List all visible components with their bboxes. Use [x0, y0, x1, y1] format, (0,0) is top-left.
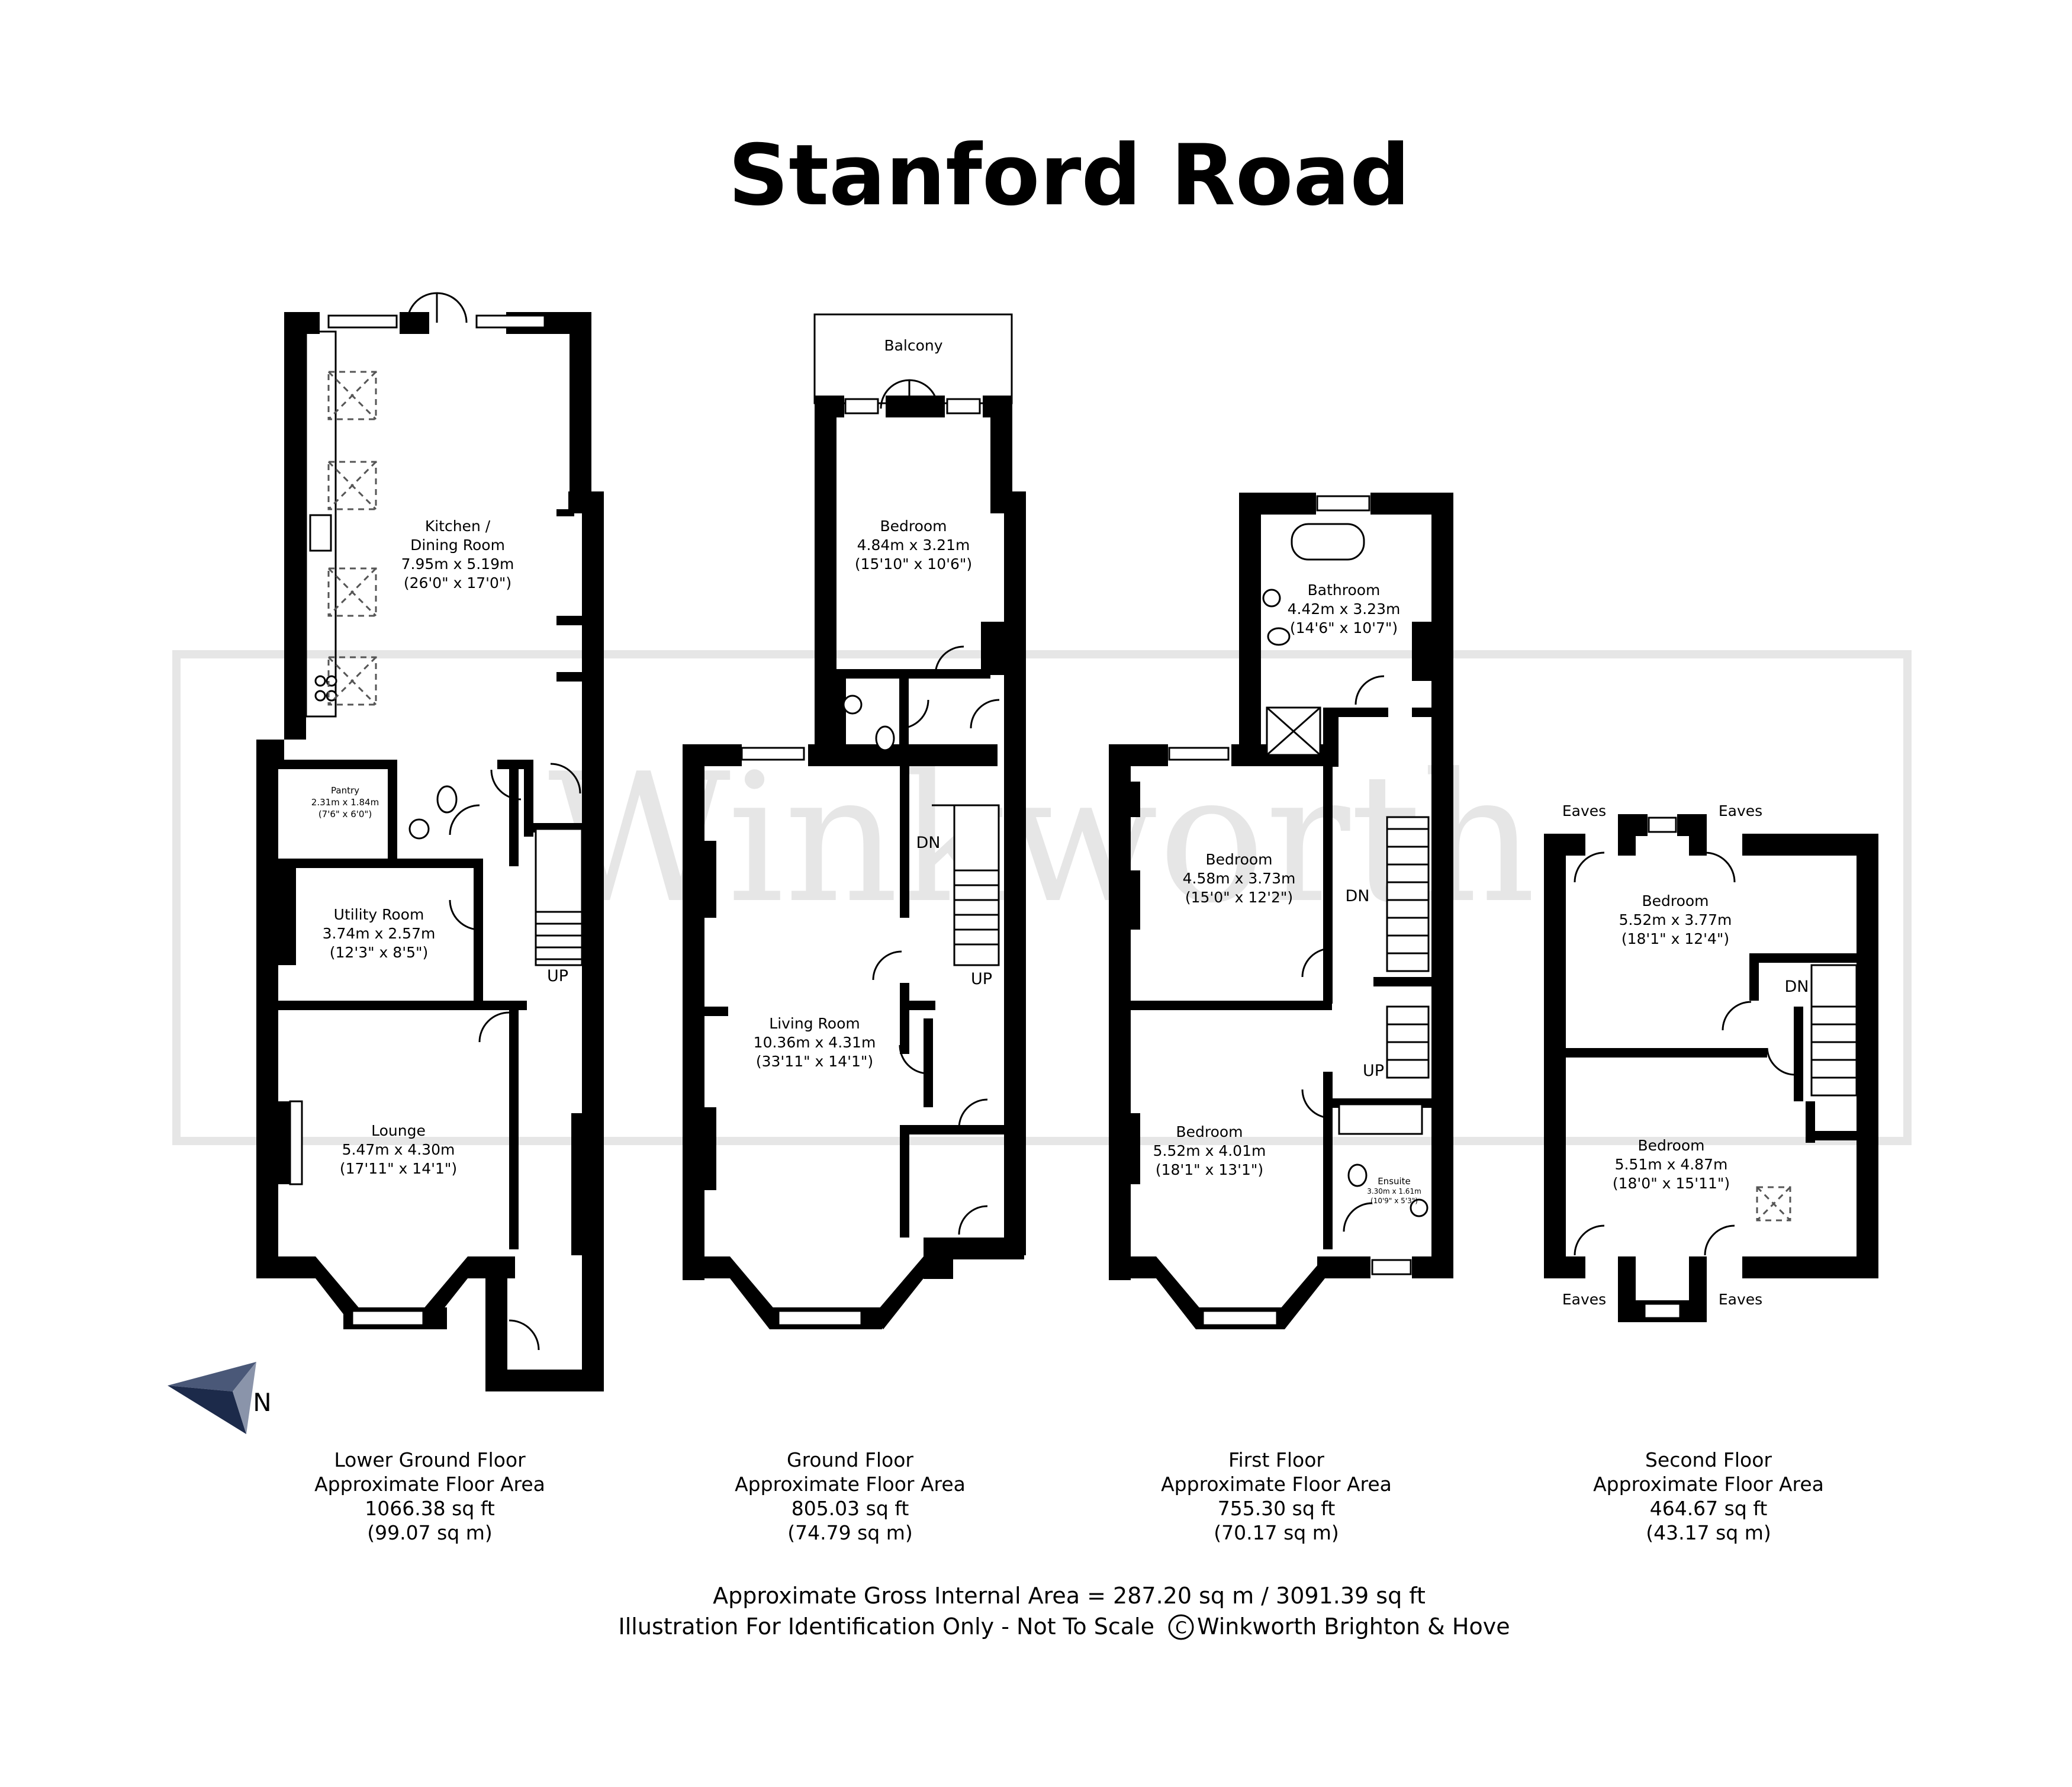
ground-dn-label: DN — [916, 834, 941, 852]
utility-label: Utility Room — [334, 906, 424, 923]
bathroom-label: Bathroom — [1308, 581, 1381, 599]
second-floor-labels: Eaves Eaves Eaves Eaves Bedroom 5.52m x … — [1562, 802, 1809, 1308]
second-name: Second Floor — [1645, 1448, 1772, 1471]
kitchen-label-2: Dining Room — [410, 536, 505, 554]
gross-area-text: Approximate Gross Internal Area = 287.20… — [713, 1583, 1426, 1609]
footer: Approximate Gross Internal Area = 287.20… — [619, 1583, 1510, 1640]
second-sqft: 464.67 sq ft — [1650, 1497, 1768, 1520]
pantry-metric: 2.31m x 1.84m — [311, 797, 379, 808]
ensuite-imperial: (10'9" x 5'3") — [1370, 1197, 1418, 1205]
first-bedroom-2-imperial: (18'1" x 13'1") — [1156, 1161, 1263, 1178]
balcony-label: Balcony — [884, 337, 942, 354]
second-floor-plan — [1544, 814, 1878, 1322]
ground-bedroom-metric: 4.84m x 3.21m — [857, 536, 970, 554]
first-up-label: UP — [1363, 1062, 1384, 1080]
ground-up-label: UP — [971, 970, 992, 988]
first-bedroom-1-metric: 4.58m x 3.73m — [1183, 870, 1296, 887]
lounge-label: Lounge — [371, 1122, 426, 1139]
kitchen-imperial: (26'0" x 17'0") — [404, 574, 511, 592]
second-area-label: Approximate Floor Area — [1593, 1473, 1824, 1496]
illustration-text: Illustration For Identification Only - N… — [619, 1614, 1154, 1640]
first-name: First Floor — [1228, 1448, 1324, 1471]
first-sqm: (70.17 sq m) — [1214, 1521, 1339, 1544]
lower-ground-sqm: (99.07 sq m) — [367, 1521, 493, 1544]
ensuite-label: Ensuite — [1378, 1176, 1411, 1187]
utility-metric: 3.74m x 2.57m — [323, 925, 436, 942]
ground-name: Ground Floor — [787, 1448, 913, 1471]
bathroom-imperial: (14'6" x 10'7") — [1290, 619, 1398, 637]
eaves-label-top-right: Eaves — [1719, 802, 1762, 819]
eaves-label-top-left: Eaves — [1562, 802, 1606, 819]
second-bedroom-2-imperial: (18'0" x 15'11") — [1613, 1175, 1730, 1192]
north-compass-icon: N — [168, 1362, 272, 1434]
second-bedroom-2-metric: 5.51m x 4.87m — [1615, 1156, 1728, 1173]
first-bedroom-1-imperial: (15'0" x 12'2") — [1185, 889, 1293, 906]
living-room-metric: 10.36m x 4.31m — [754, 1034, 876, 1051]
lower-ground-up-label: UP — [547, 967, 568, 985]
ensuite-metric: 3.30m x 1.61m — [1367, 1187, 1421, 1195]
living-room-imperial: (33'11" x 14'1") — [756, 1053, 873, 1070]
lower-ground-sqft: 1066.38 sq ft — [365, 1497, 495, 1520]
agent-text: Winkworth Brighton & Hove — [1197, 1614, 1510, 1640]
second-bedroom-1-metric: 5.52m x 3.77m — [1619, 911, 1732, 928]
ground-floor-labels: Balcony Bedroom 4.84m x 3.21m (15'10" x … — [754, 337, 992, 1070]
first-bedroom-2-metric: 5.52m x 4.01m — [1153, 1142, 1266, 1159]
first-floor-plan — [1109, 493, 1453, 1329]
ground-bedroom-label: Bedroom — [880, 518, 947, 535]
lower-ground-floor-plan — [256, 292, 604, 1391]
first-area-label: Approximate Floor Area — [1161, 1473, 1392, 1496]
second-bedroom-1-label: Bedroom — [1642, 892, 1709, 909]
ground-sqm: (74.79 sq m) — [787, 1521, 913, 1544]
second-bedroom-2-label: Bedroom — [1637, 1137, 1704, 1154]
bathroom-metric: 4.42m x 3.23m — [1288, 600, 1401, 618]
ground-sqft: 805.03 sq ft — [792, 1497, 909, 1520]
eaves-label-bottom-left: Eaves — [1562, 1291, 1606, 1308]
lower-ground-labels: Kitchen / Dining Room 7.95m x 5.19m (26'… — [311, 518, 568, 1177]
kitchen-metric: 7.95m x 5.19m — [401, 555, 514, 573]
lounge-imperial: (17'11" x 14'1") — [340, 1160, 457, 1177]
first-sqft: 755.30 sq ft — [1218, 1497, 1336, 1520]
second-dn-label: DN — [1785, 978, 1809, 996]
copyright-icon — [1168, 1614, 1194, 1640]
ground-caption: Ground Floor Approximate Floor Area 805.… — [735, 1448, 966, 1544]
lower-ground-area-label: Approximate Floor Area — [314, 1473, 545, 1496]
second-sqm: (43.17 sq m) — [1646, 1521, 1771, 1544]
ground-bedroom-imperial: (15'10" x 10'6") — [855, 555, 972, 573]
second-caption: Second Floor Approximate Floor Area 464.… — [1593, 1448, 1824, 1544]
pantry-label: Pantry — [331, 785, 359, 796]
lounge-metric: 5.47m x 4.30m — [342, 1141, 455, 1158]
compass-north-label: N — [253, 1388, 271, 1417]
ground-floor-plan — [683, 313, 1026, 1329]
first-bedroom-2-label: Bedroom — [1176, 1123, 1243, 1140]
first-bedroom-1-label: Bedroom — [1205, 851, 1272, 868]
first-caption: First Floor Approximate Floor Area 755.3… — [1161, 1448, 1392, 1544]
ground-area-label: Approximate Floor Area — [735, 1473, 966, 1496]
lower-ground-caption: Lower Ground Floor Approximate Floor Are… — [314, 1448, 545, 1544]
living-room-label: Living Room — [769, 1015, 860, 1032]
second-bedroom-1-imperial: (18'1" x 12'4") — [1621, 930, 1729, 947]
eaves-label-bottom-right: Eaves — [1719, 1291, 1762, 1308]
first-floor-labels: Bathroom 4.42m x 3.23m (14'6" x 10'7") B… — [1153, 581, 1421, 1205]
lower-ground-name: Lower Ground Floor — [334, 1448, 526, 1471]
pantry-imperial: (7'6" x 6'0") — [318, 809, 372, 819]
copyright-symbol: C — [1175, 1618, 1187, 1637]
page-title: Stanford Road — [728, 127, 1410, 224]
utility-imperial: (12'3" x 8'5") — [330, 944, 428, 961]
kitchen-label: Kitchen / — [425, 518, 491, 535]
first-dn-label: DN — [1346, 887, 1370, 905]
